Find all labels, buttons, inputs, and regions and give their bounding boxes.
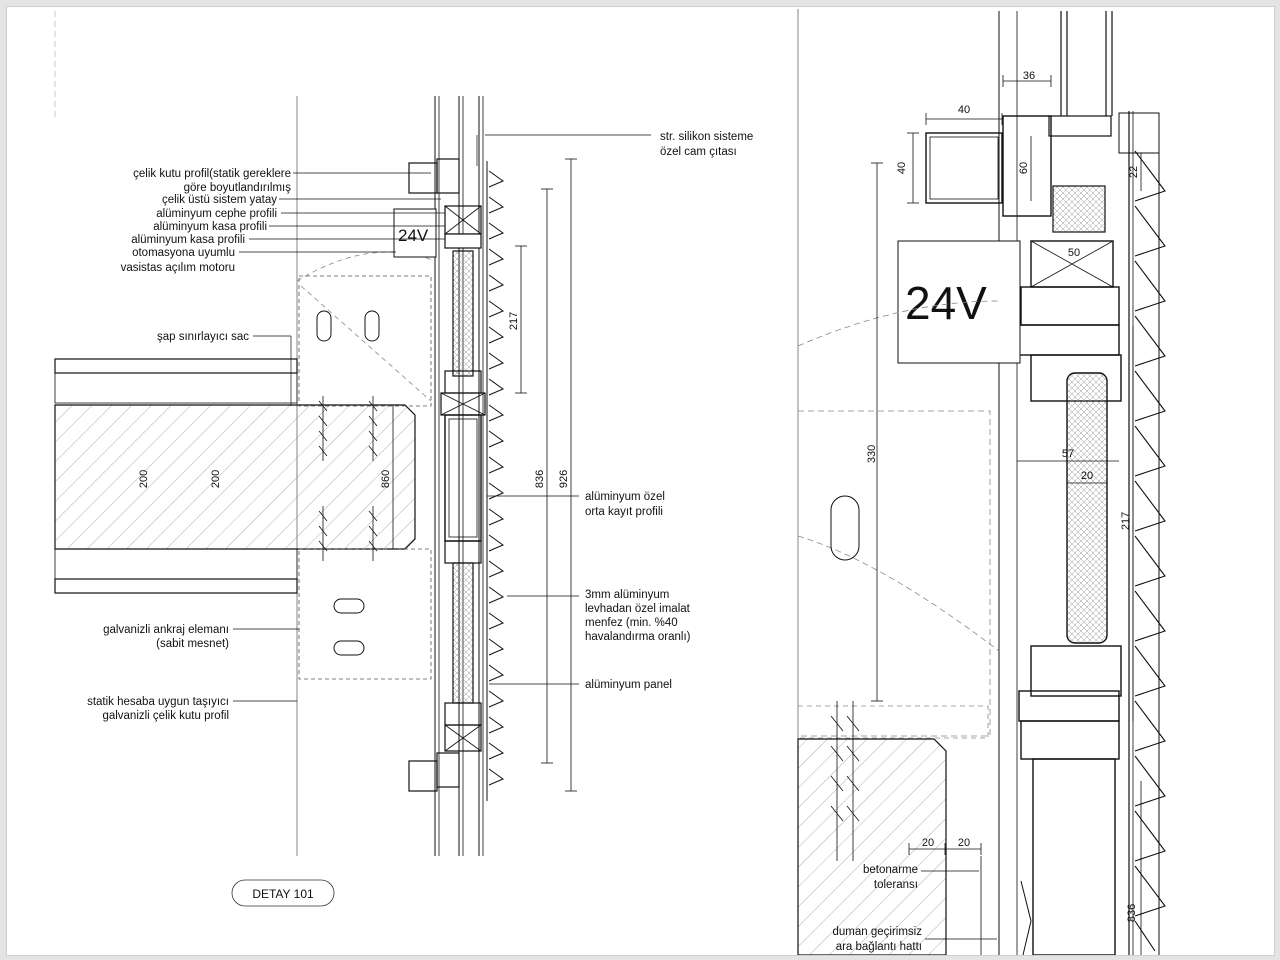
dim-860: 860 — [380, 470, 392, 488]
dim-50: 50 — [1068, 247, 1080, 259]
label-duman-1: duman geçirimsiz — [833, 926, 923, 938]
label-panel: alüminyum panel — [585, 679, 672, 691]
motor-box — [393, 208, 437, 258]
drawing-sheet: 24V — [6, 6, 1275, 956]
label-orta-1: alüminyum özel — [585, 491, 665, 503]
dim-20-pane: 20 — [1081, 470, 1093, 482]
concrete-slab — [54, 404, 416, 550]
label-aluminyum-kasa-1: alüminyum kasa profili — [153, 221, 267, 233]
label-silikon-2: özel cam çıtası — [660, 146, 737, 158]
label-ankraj-2: (sabit mesnet) — [156, 638, 229, 650]
section-drawing: 24V — [54, 9, 1166, 955]
label-sap: şap sınırlayıcı sac — [157, 331, 249, 343]
dim-20-b: 20 — [958, 837, 970, 849]
right-enlarged-detail: 24V — [797, 9, 1166, 955]
label-aluminyum-kasa-2: alüminyum kasa profili — [131, 234, 245, 246]
label-celik-kutu-1: çelik kutu profil(statik gereklere — [133, 168, 291, 180]
label-orta-2: orta kayıt profili — [585, 506, 663, 518]
label-statik-2: galvanizli çelik kutu profil — [102, 710, 229, 722]
dim-36: 36 — [1023, 70, 1035, 82]
dim-836-left: 836 — [534, 470, 546, 488]
dim-20-a: 20 — [922, 837, 934, 849]
dim-217-left: 217 — [508, 312, 520, 330]
detail-tag — [231, 879, 335, 907]
dim-926: 926 — [558, 470, 570, 488]
label-tolerans-2: toleransı — [874, 879, 918, 891]
dim-40-top: 40 — [958, 104, 970, 116]
label-statik-1: statik hesaba uygun taşıyıcı — [87, 696, 229, 708]
dim-57: 57 — [1062, 448, 1074, 460]
right-leaders — [921, 870, 997, 940]
label-duman-2: ara bağlantı hattı — [836, 941, 922, 953]
left-dimension-lines — [387, 158, 577, 792]
label-otomasyon-2: vasistas açılım motoru — [121, 262, 235, 274]
dim-22: 22 — [1128, 166, 1140, 178]
label-menfez-4: havalandırma oranlı) — [585, 631, 691, 643]
left-leaders — [233, 134, 651, 702]
right-dimension-lines — [871, 75, 1142, 955]
label-menfez-2: levhadan özel imalat — [585, 603, 691, 615]
dim-330: 330 — [866, 445, 878, 463]
detail-title: DETAY 101 — [252, 887, 314, 901]
left-section-detail: 24V — [54, 11, 753, 907]
label-aluminyum-cephe: alüminyum cephe profili — [156, 208, 277, 220]
dim-836-right: 836 — [1126, 904, 1138, 922]
anchor-plate-top — [298, 275, 432, 407]
louvre-blades-left — [488, 170, 505, 786]
label-tolerans-1: betonarme — [863, 864, 918, 876]
dim-slab-a: 200 — [138, 470, 150, 488]
motor-voltage-left: 24V — [398, 226, 429, 245]
concrete-slab-right — [797, 738, 947, 955]
label-silikon-1: str. silikon sisteme — [660, 131, 753, 143]
slot-hole-right — [830, 495, 860, 561]
dim-217-right: 217 — [1120, 512, 1132, 530]
label-menfez-3: menfez (min. %40 — [585, 617, 678, 629]
label-celik-kutu-2: göre boyutlandırılmış — [184, 182, 292, 194]
label-menfez-1: 3mm alüminyum — [585, 589, 669, 601]
anchor-plate-bottom — [298, 548, 432, 680]
label-celik-ustu: çelik üstü sistem yatay — [162, 194, 277, 206]
label-ankraj-1: galvanizli ankraj elemanı — [103, 624, 229, 636]
label-otomasyon-1: otomasyona uyumlu — [132, 247, 235, 259]
dim-60: 60 — [1018, 162, 1030, 174]
dim-40-side: 40 — [896, 162, 908, 174]
motor-box-right — [897, 240, 1021, 364]
dim-slab-b: 200 — [210, 470, 222, 488]
motor-voltage-right: 24V — [905, 277, 987, 329]
louvre-blades-right — [1134, 150, 1166, 952]
